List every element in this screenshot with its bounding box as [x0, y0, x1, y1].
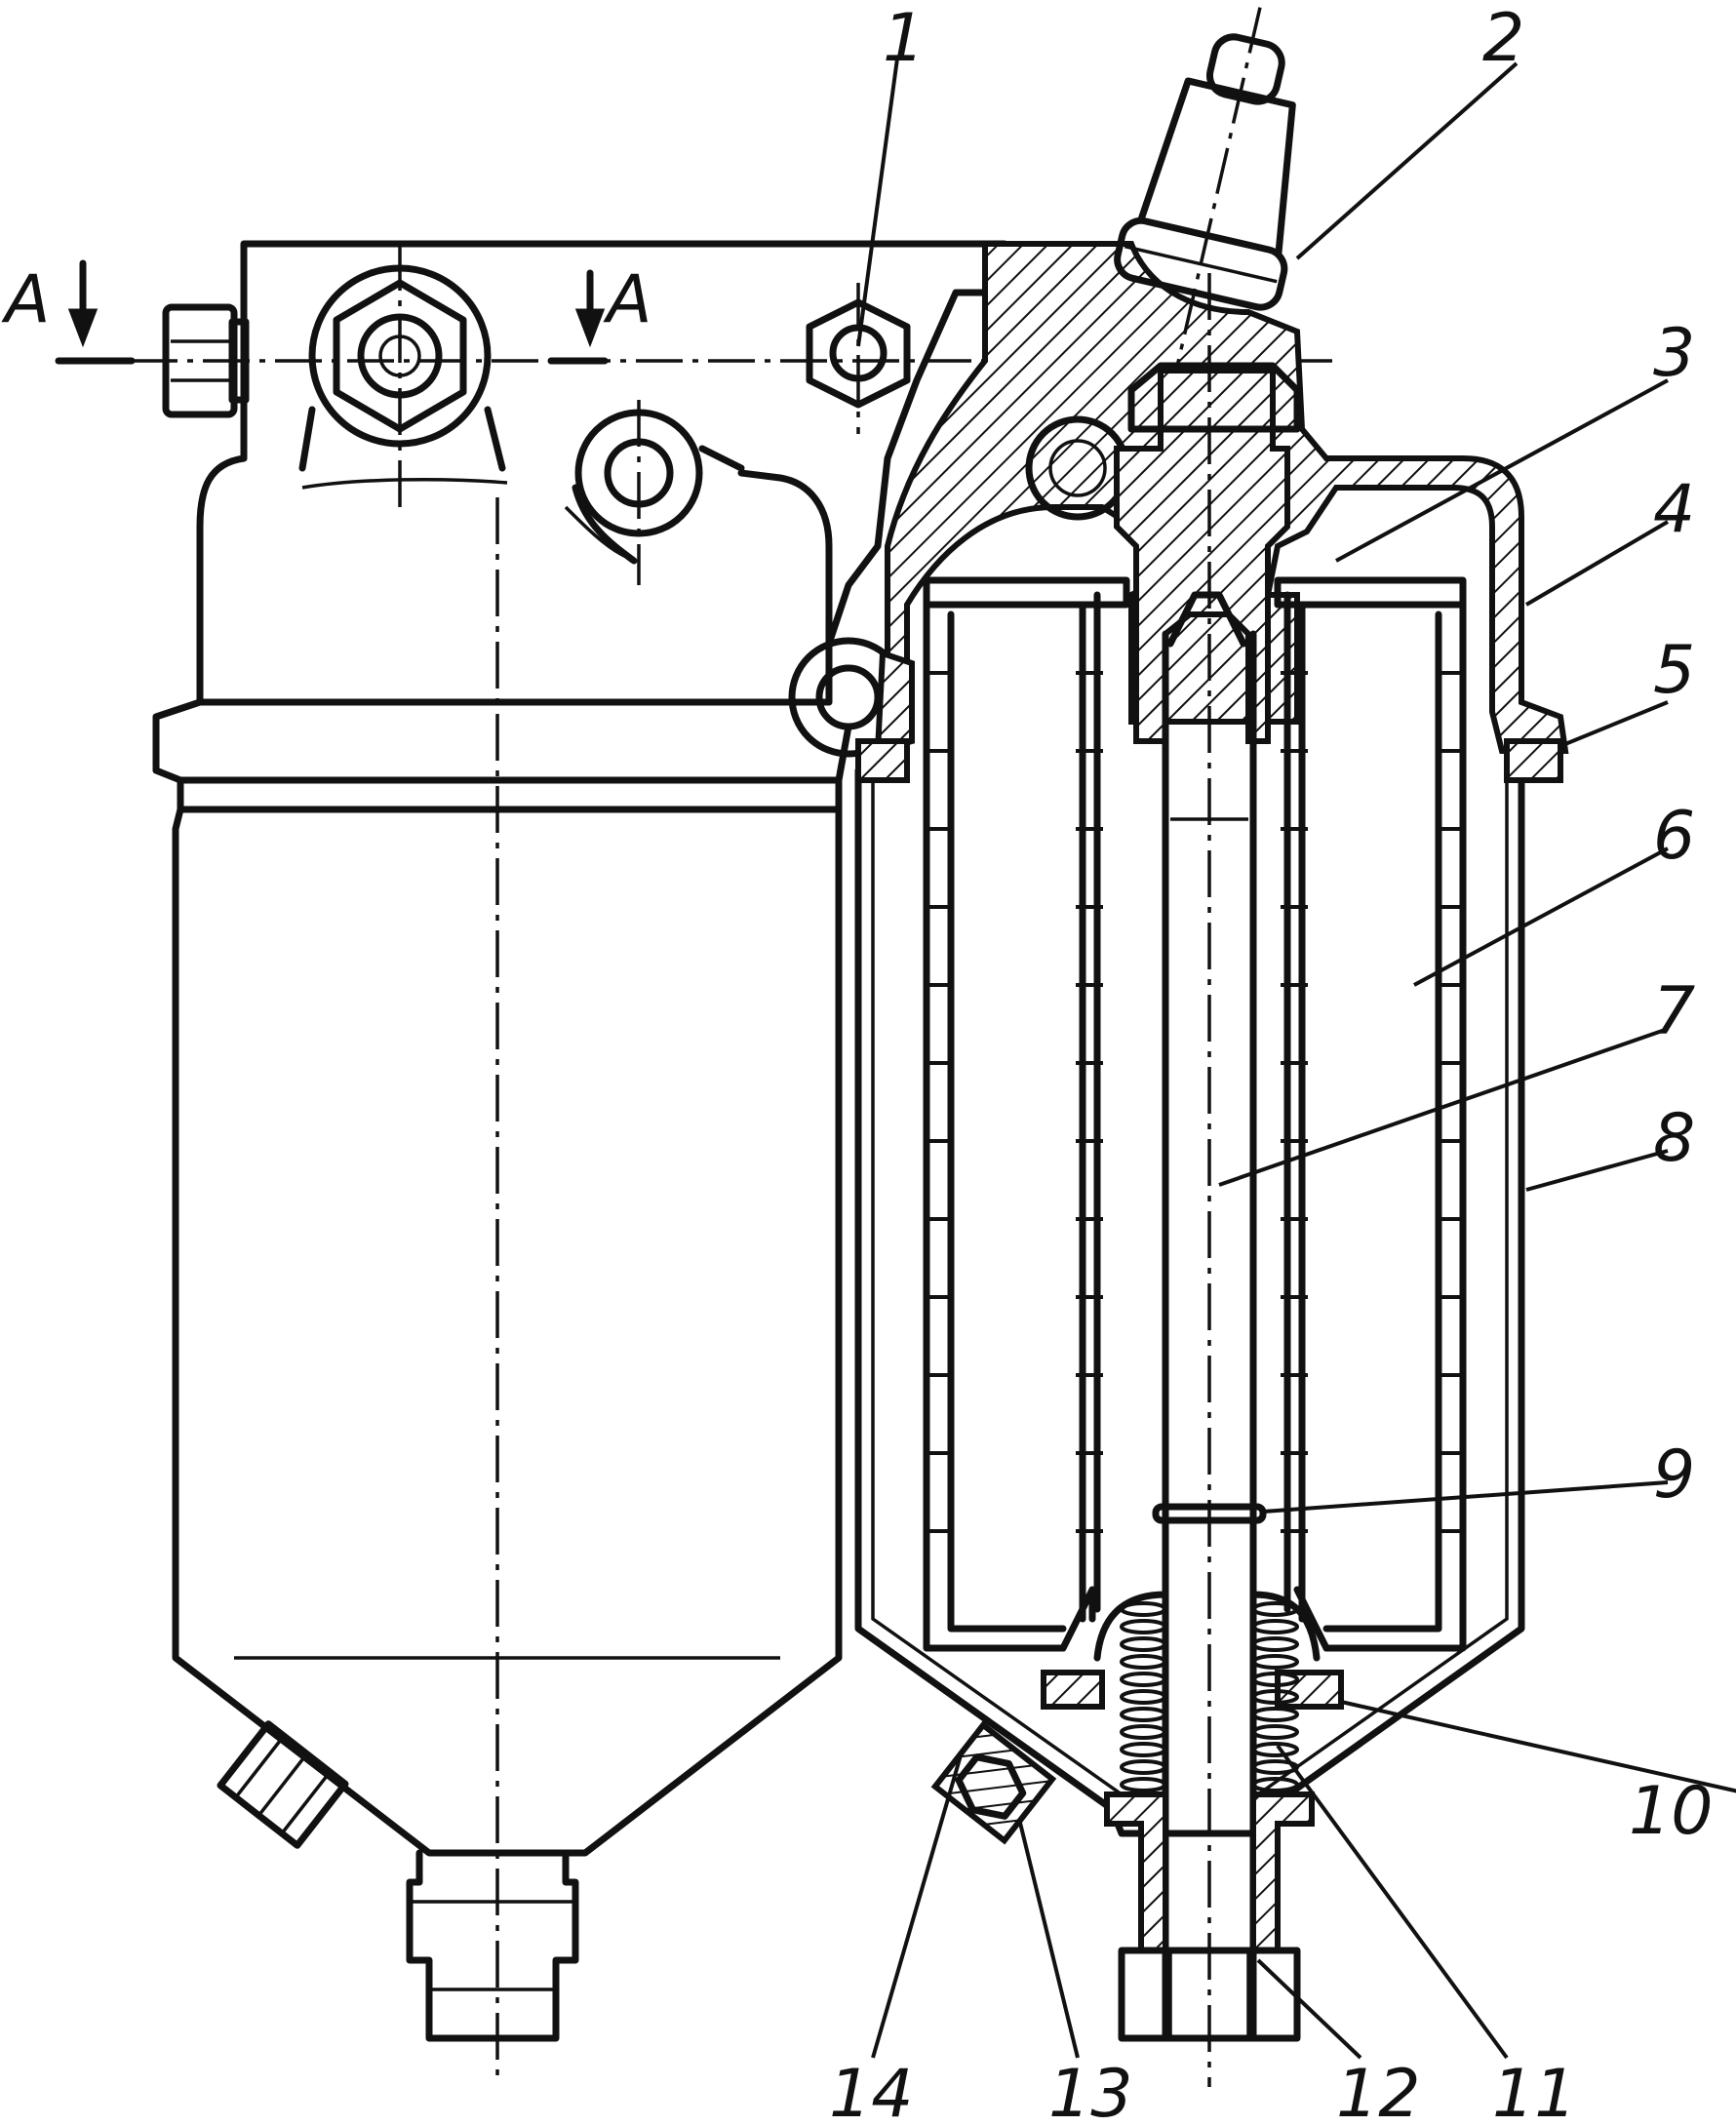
callout-8: 8: [1653, 1100, 1695, 1177]
callout-14: 14: [829, 2056, 914, 2126]
leader-lines: [856, 58, 1736, 2060]
callout-11: 11: [1492, 2056, 1577, 2126]
callout-10: 10: [1629, 1773, 1714, 1850]
section-line-a-a: A A: [1, 259, 1336, 365]
callout-9: 9: [1653, 1437, 1695, 1514]
callout-4: 4: [1653, 471, 1695, 548]
callout-2: 2: [1482, 0, 1524, 77]
callout-6: 6: [1653, 798, 1695, 875]
right-filter-section-view: [788, 7, 1569, 2087]
callout-3: 3: [1653, 315, 1695, 392]
callout-13: 13: [1048, 2056, 1133, 2126]
callout-labels: 1 2 3 4 5 6 7 8 9 10 11 12 13 14: [829, 0, 1714, 2126]
callout-7: 7: [1653, 973, 1695, 1050]
callout-5: 5: [1653, 632, 1695, 709]
section-marker-right: A: [603, 261, 652, 338]
callout-12: 12: [1336, 2056, 1421, 2126]
callout-1: 1: [883, 0, 925, 77]
filter-element-pleats: [925, 671, 1464, 1533]
spring: [1120, 1601, 1299, 1792]
section-marker-left: A: [1, 261, 51, 338]
left-filter-external-view: [152, 240, 1008, 2077]
